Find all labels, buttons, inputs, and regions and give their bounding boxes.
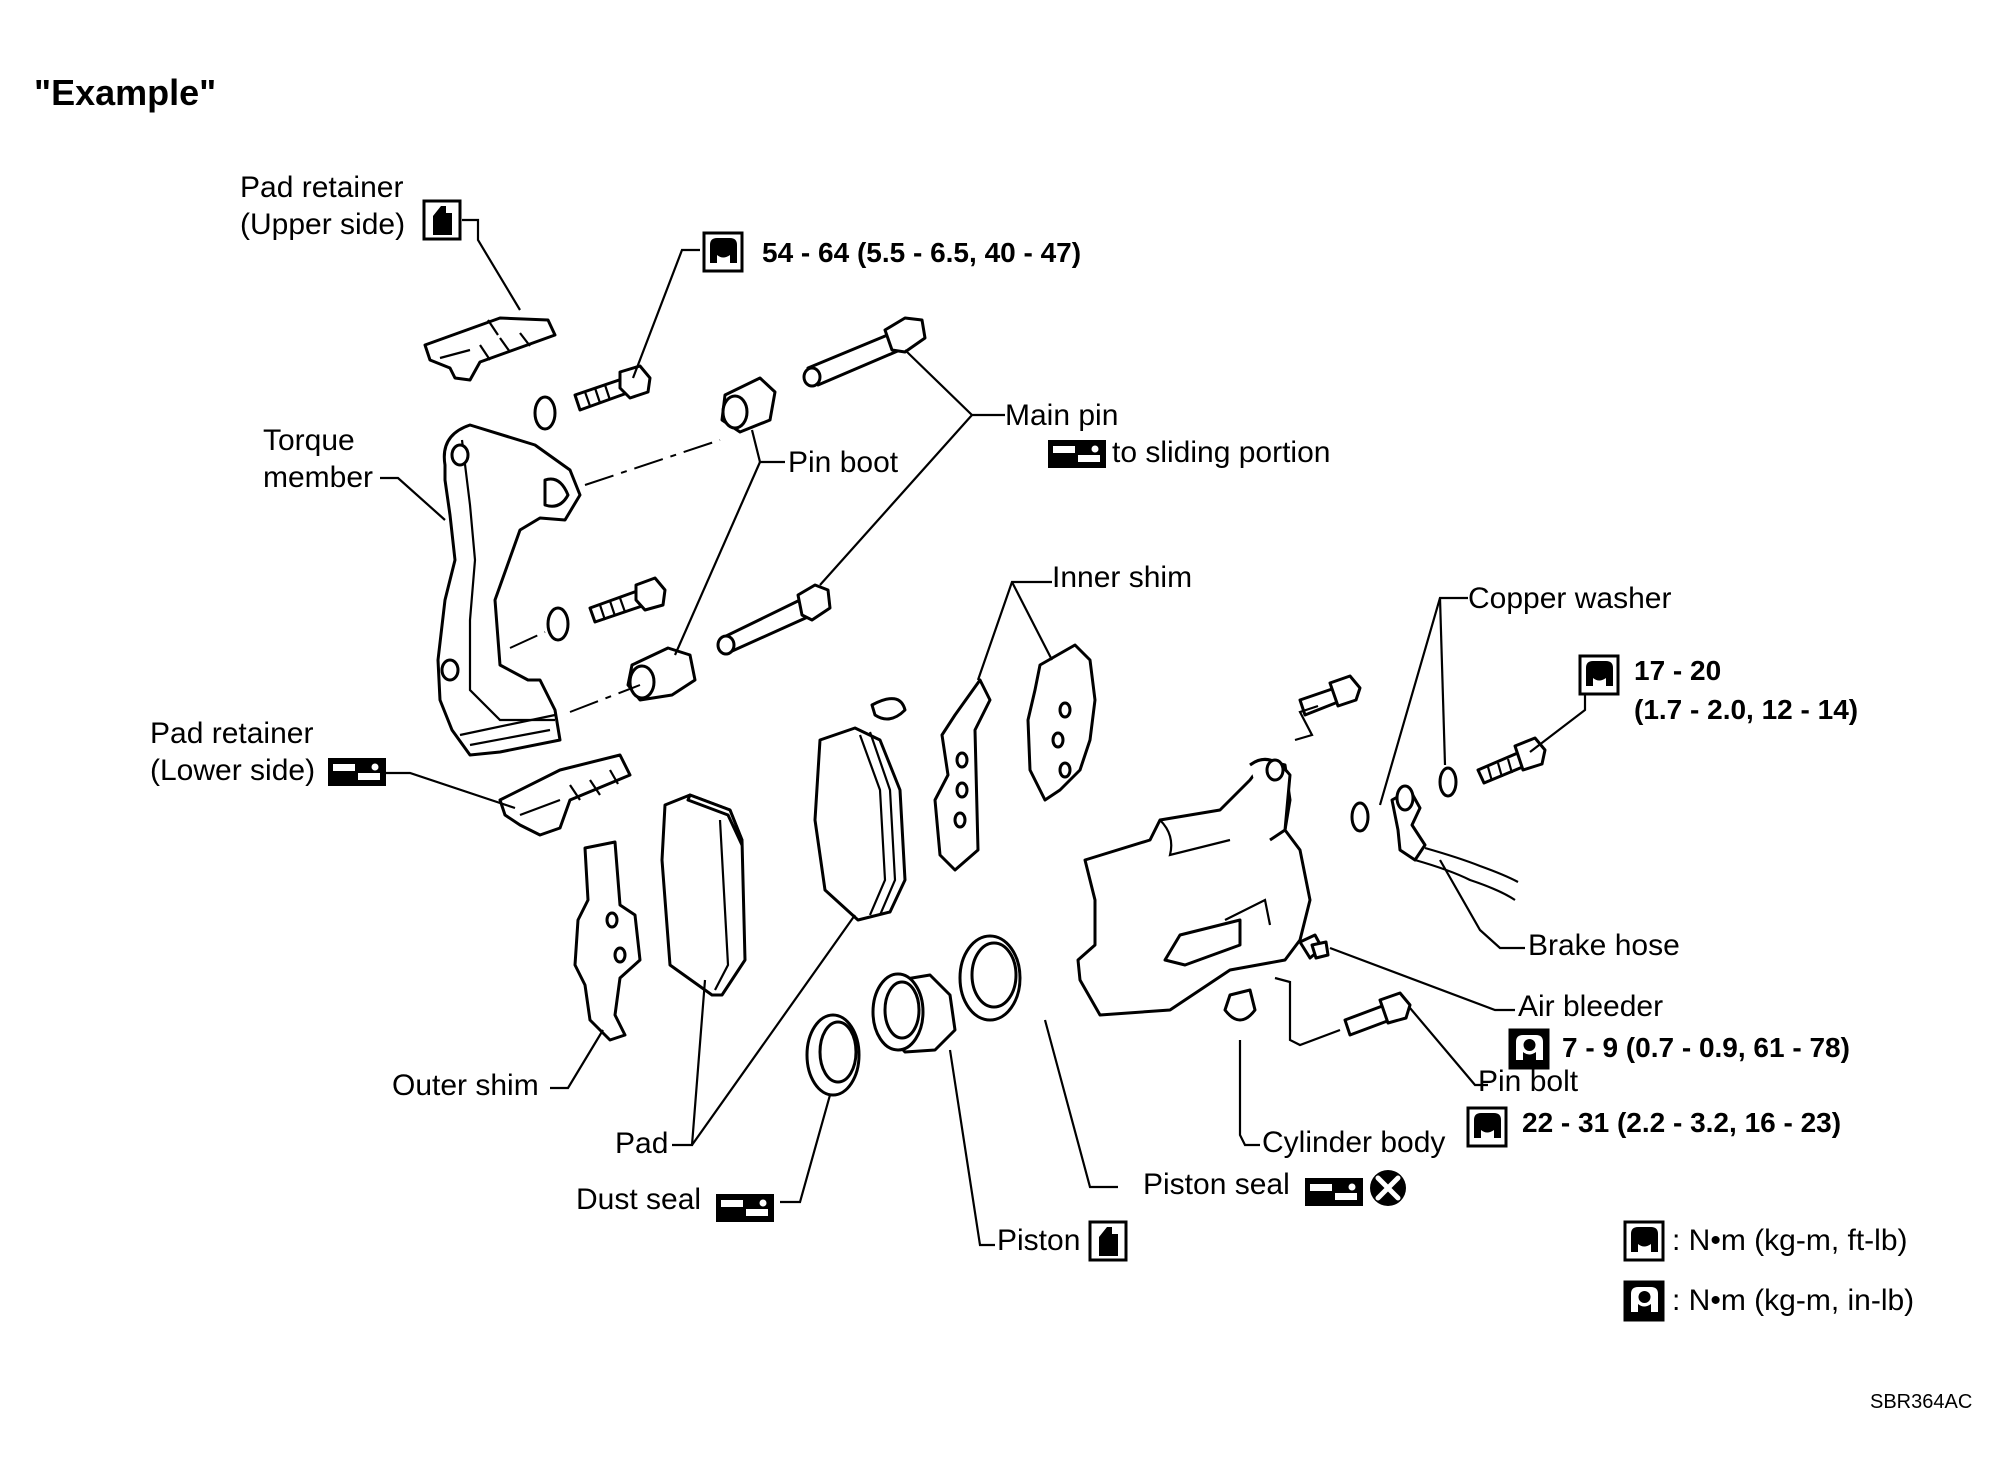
label-pad-retainer-lower-2: (Lower side)	[150, 754, 315, 787]
label-pad-retainer-upper-2: (Upper side)	[240, 208, 405, 241]
main-pin-lower-part	[716, 583, 832, 656]
copper-washer-right-part	[1438, 766, 1458, 798]
label-pad: Pad	[615, 1127, 668, 1160]
union-bolt-part	[1476, 736, 1547, 785]
clip-upper-part	[533, 395, 557, 431]
label-piston: Piston	[997, 1224, 1080, 1257]
label-brake-hose: Brake hose	[1528, 929, 1680, 962]
label-inner-shim: Inner shim	[1052, 561, 1192, 594]
torque-wrench-icon	[1578, 654, 1620, 696]
torque-spec-union-bolt-2: (1.7 - 2.0, 12 - 14)	[1634, 694, 1858, 725]
grease-icon	[716, 1194, 774, 1222]
clip-lower-part	[546, 606, 570, 642]
label-pin-bolt: Pin bolt	[1478, 1065, 1579, 1098]
torque-spec-air-bleeder: 7 - 9 (0.7 - 0.9, 61 - 78)	[1562, 1032, 1850, 1063]
legend: : N•m (kg-m, ft-lb) : N•m (kg-m, in-lb)	[1623, 1220, 1914, 1322]
torque-wrench-icon	[1466, 1106, 1508, 1148]
pin-bolt-dashline	[1274, 976, 1341, 1047]
pin-boot-lower-part	[626, 646, 697, 702]
leader-lines	[380, 218, 1587, 1247]
bolt-upper-part	[573, 364, 652, 412]
oilcan-icon	[1088, 1220, 1128, 1262]
piston-part	[871, 972, 957, 1054]
piston-seal-part	[958, 934, 1022, 1022]
torque-member-part	[436, 423, 582, 757]
do-not-reuse-icon	[1370, 1170, 1406, 1206]
label-main-pin-note: to sliding portion	[1112, 436, 1330, 469]
torque-spec-upper-bolt: 54 - 64 (5.5 - 6.5, 40 - 47)	[762, 237, 1081, 268]
torque-spec-pin-bolt: 22 - 31 (2.2 - 3.2, 16 - 23)	[1522, 1107, 1841, 1138]
torque-wrench-filled-icon	[1508, 1028, 1550, 1070]
copper-washer-left-part	[1350, 801, 1370, 833]
grease-icon	[1305, 1178, 1363, 1206]
bolt-lower-part	[588, 576, 667, 624]
bolt-upper-dashline	[1294, 704, 1319, 742]
inner-shim-part	[933, 643, 1097, 872]
label-pad-retainer-lower-1: Pad retainer	[150, 717, 313, 750]
label-main-pin: Main pin	[1005, 399, 1118, 432]
label-copper-washer: Copper washer	[1468, 582, 1671, 615]
label-dust-seal: Dust seal	[576, 1183, 701, 1216]
pin-bolt-part	[1343, 991, 1412, 1037]
pad-retainer-upper-part	[423, 316, 557, 382]
oilcan-icon	[422, 199, 462, 241]
page-title: "Example"	[34, 72, 216, 113]
pad-retainer-lower-part	[498, 753, 632, 837]
label-pin-boot: Pin boot	[788, 446, 899, 479]
dust-seal-part	[805, 1013, 861, 1097]
label-torque-member-1: Torque	[263, 424, 355, 457]
outer-shim-part	[573, 840, 642, 1042]
torque-wrench-filled-icon	[1623, 1280, 1665, 1322]
grease-icon	[1048, 440, 1106, 468]
label-pad-retainer-upper-1: Pad retainer	[240, 171, 403, 204]
axis-line-lower	[569, 684, 641, 713]
brake-hose-part	[1390, 784, 1519, 901]
label-piston-seal: Piston seal	[1143, 1168, 1290, 1201]
label-torque-member-2: member	[263, 461, 373, 494]
torque-wrench-icon	[702, 231, 744, 273]
axis-line-mid	[509, 631, 546, 649]
pad-outer-part	[660, 793, 747, 997]
figure-code: SBR364AC	[1870, 1391, 1972, 1413]
label-air-bleeder: Air bleeder	[1518, 990, 1663, 1023]
label-outer-shim: Outer shim	[392, 1069, 539, 1102]
air-bleeder-part	[1298, 933, 1330, 960]
label-cylinder-body: Cylinder body	[1262, 1126, 1445, 1159]
main-pin-upper-part	[802, 316, 927, 388]
pin-boot-upper-part	[720, 376, 777, 434]
legend-item-in-lb: : N•m (kg-m, in-lb)	[1672, 1284, 1914, 1317]
cylinder-body-part	[1076, 757, 1312, 1022]
grease-icon	[328, 758, 386, 786]
pad-inner-part	[813, 697, 907, 922]
axis-line-upper	[584, 439, 721, 486]
legend-item-ft-lb: : N•m (kg-m, ft-lb)	[1672, 1224, 1908, 1257]
torque-spec-union-bolt-1: 17 - 20	[1634, 655, 1721, 686]
torque-wrench-icon	[1623, 1220, 1665, 1262]
